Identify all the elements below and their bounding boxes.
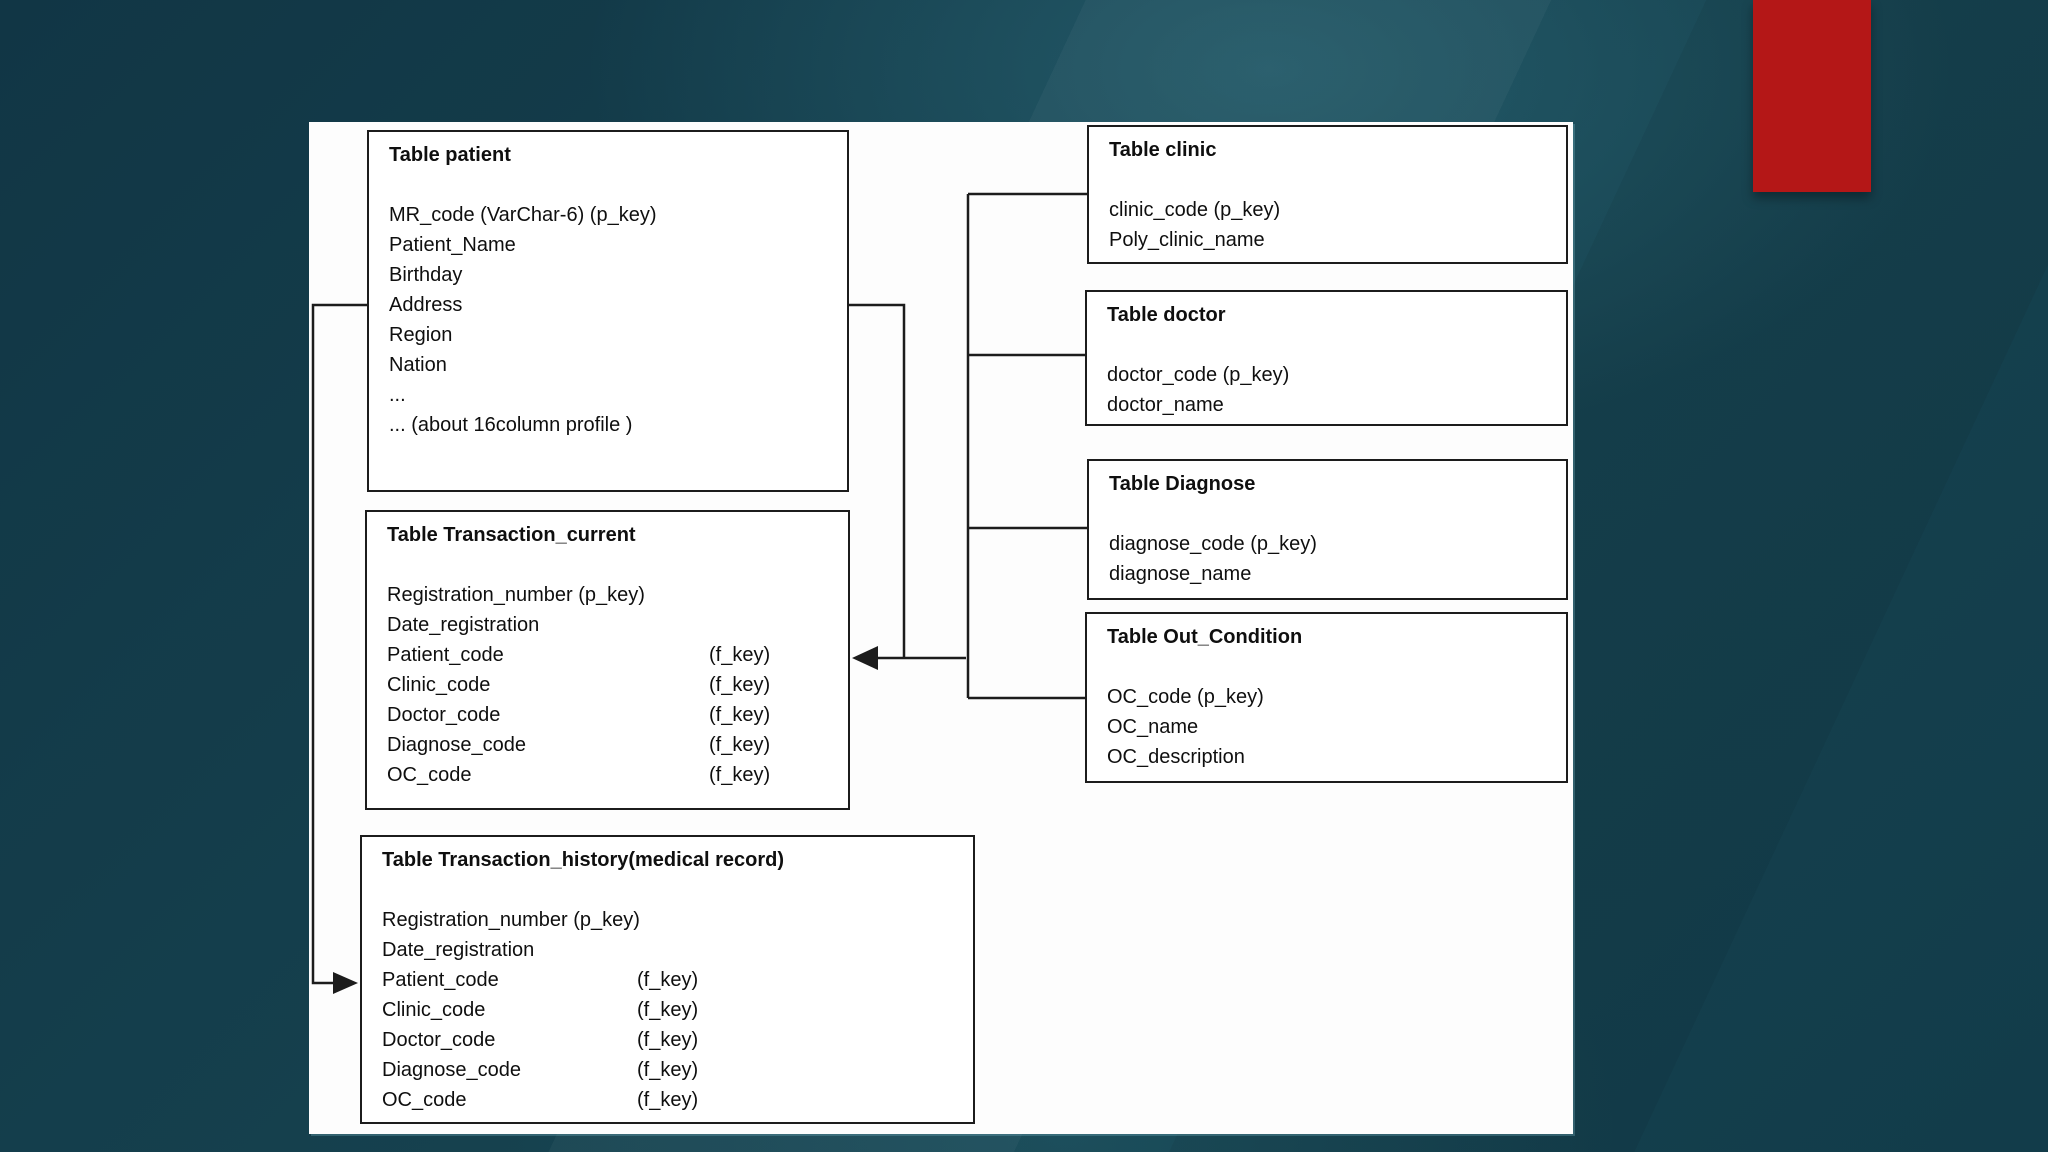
table-title: Table patient [389, 144, 511, 166]
field-key-label: (f_key) [637, 1029, 699, 1051]
field-row: Doctor_code (f_key) [387, 700, 840, 730]
field-key-label: (f_key) [637, 969, 699, 991]
table-title: Table Transaction_current [387, 524, 636, 546]
field-row: Nation [389, 350, 839, 380]
field-row: doctor_name [1107, 390, 1558, 420]
field-name: ... [389, 384, 406, 406]
field-row: diagnose_code (p_key) [1109, 529, 1558, 559]
field-row: Clinic_code (f_key) [387, 670, 840, 700]
field-row: Address [389, 290, 839, 320]
arrowhead-into-current [852, 646, 878, 670]
table-box-transaction_history: Table Transaction_history(medical record… [360, 835, 975, 1124]
field-name: Patient_code [387, 644, 504, 666]
field-row: Diagnose_code (f_key) [387, 730, 840, 760]
table-title: Table Out_Condition [1107, 626, 1303, 648]
field-name: Registration_number (p_key) [382, 909, 640, 931]
field-key-label: (f_key) [709, 734, 771, 756]
connector-patient-to-history [311, 303, 367, 985]
field-name: diagnose_name [1109, 563, 1252, 585]
field-row: OC_code (p_key) [1107, 682, 1558, 712]
field-name: doctor_code (p_key) [1107, 364, 1290, 386]
field-name: Doctor_code [387, 704, 501, 726]
field-name: OC_code (p_key) [1107, 686, 1264, 708]
field-row: Patient_code (f_key) [382, 965, 965, 995]
field-name: OC_name [1107, 716, 1199, 738]
title-spacer [1107, 652, 1558, 682]
field-row: OC_code (f_key) [382, 1085, 965, 1115]
table-title: Table Diagnose [1109, 473, 1256, 495]
table-title: Table doctor [1107, 304, 1226, 326]
field-row: OC_description [1107, 742, 1558, 772]
field-name: Clinic_code [387, 674, 491, 696]
field-name: MR_code (VarChar-6) (p_key) [389, 204, 657, 226]
table-box-clinic: Table clinic clinic_code (p_key) Poly_clin… [1087, 125, 1568, 264]
field-row: Poly_clinic_name [1109, 225, 1558, 255]
table-title: Table Transaction_history(medical record… [382, 849, 784, 871]
title-spacer [389, 170, 839, 200]
field-row: Date_registration [382, 935, 965, 965]
field-name: Address [389, 294, 463, 316]
field-name: OC_code [382, 1089, 467, 1111]
title-spacer [387, 550, 840, 580]
field-key-label: (f_key) [709, 764, 771, 786]
title-spacer [1107, 330, 1558, 360]
arrowhead-into-history [333, 972, 358, 994]
table-title: Table clinic [1109, 139, 1217, 161]
field-name: Nation [389, 354, 447, 376]
field-key-label: (f_key) [709, 674, 771, 696]
field-row: OC_code (f_key) [387, 760, 840, 790]
field-key-label: (f_key) [637, 1059, 699, 1081]
connector-patient-down [849, 303, 906, 658]
field-row: OC_name [1107, 712, 1558, 742]
field-name: Region [389, 324, 453, 346]
field-name: Patient_code [382, 969, 499, 991]
field-row: ... (about 16column profile ) [389, 410, 839, 440]
field-name: clinic_code (p_key) [1109, 199, 1281, 221]
field-row: Birthday [389, 260, 839, 290]
field-row: ... [389, 380, 839, 410]
field-name: OC_description [1107, 746, 1245, 768]
field-row: Diagnose_code (f_key) [382, 1055, 965, 1085]
field-row: Patient_Name [389, 230, 839, 260]
field-name: Date_registration [382, 939, 535, 961]
field-row: diagnose_name [1109, 559, 1558, 589]
table-box-diagnose: Table Diagnose diagnose_code (p_key)diagn… [1087, 459, 1568, 600]
field-key-label: (f_key) [637, 999, 699, 1021]
field-name: Diagnose_code [387, 734, 526, 756]
field-name: diagnose_code (p_key) [1109, 533, 1317, 555]
field-row: Registration_number (p_key) [387, 580, 840, 610]
field-row: Date_registration [387, 610, 840, 640]
field-key-label: (f_key) [637, 1089, 699, 1111]
field-name: Birthday [389, 264, 463, 286]
title-spacer [1109, 499, 1558, 529]
field-key-label: (f_key) [709, 704, 771, 726]
field-row: doctor_code (p_key) [1107, 360, 1558, 390]
field-name: Doctor_code [382, 1029, 496, 1051]
field-row: Region [389, 320, 839, 350]
field-name: Clinic_code [382, 999, 486, 1021]
field-name: Poly_clinic_name [1109, 229, 1265, 251]
accent-bar [1753, 0, 1871, 192]
field-name: Diagnose_code [382, 1059, 521, 1081]
field-name: doctor_name [1107, 394, 1224, 416]
field-row: clinic_code (p_key) [1109, 195, 1558, 225]
table-box-doctor: Table doctor doctor_code (p_key) doctor_na… [1085, 290, 1568, 426]
field-name: Registration_number (p_key) [387, 584, 645, 606]
field-name: Patient_Name [389, 234, 516, 256]
field-row: MR_code (VarChar-6) (p_key) [389, 200, 839, 230]
field-name: OC_code [387, 764, 472, 786]
field-name: ... (about 16column profile ) [389, 414, 633, 436]
field-name: Date_registration [387, 614, 540, 636]
field-row: Registration_number (p_key) [382, 905, 965, 935]
field-key-label: (f_key) [709, 644, 771, 666]
field-row: Clinic_code (f_key) [382, 995, 965, 1025]
title-spacer [382, 875, 965, 905]
title-spacer [1109, 165, 1558, 195]
field-row: Doctor_code (f_key) [382, 1025, 965, 1055]
field-row: Patient_code (f_key) [387, 640, 840, 670]
